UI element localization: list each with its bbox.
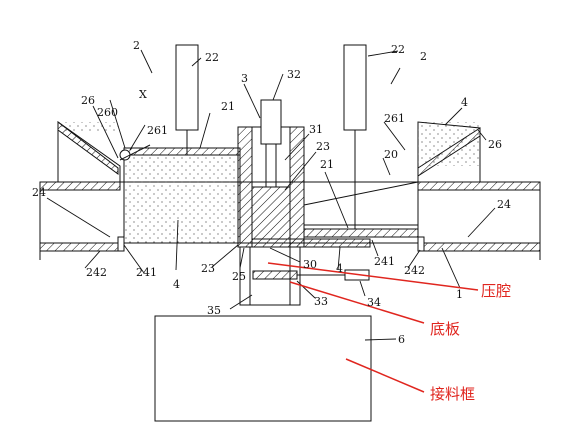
- piston-block: [251, 186, 291, 240]
- label-4a: 4: [461, 96, 468, 109]
- annotation-receiving-box: 接料框: [430, 385, 475, 403]
- annotation-leaders: [267, 262, 479, 393]
- label-21a: 21: [221, 100, 235, 113]
- label-1: 1: [456, 288, 463, 301]
- label-241a: 241: [136, 266, 157, 279]
- label-25: 25: [232, 270, 246, 283]
- label-35: 35: [207, 304, 221, 317]
- central-right-wall: [289, 126, 305, 248]
- label-6: 6: [398, 333, 405, 346]
- label-21b: 21: [320, 158, 334, 171]
- label-26a: 26: [81, 94, 95, 107]
- label-4c: 4: [336, 262, 343, 275]
- label-4b: 4: [173, 278, 180, 291]
- label-24b: 24: [497, 198, 511, 211]
- left-cylinder-22: [175, 44, 199, 131]
- part-labels: 2 2 22 22 3 32 X 26 260 261 21 31 23 4 2…: [32, 39, 511, 346]
- label-3: 3: [241, 72, 248, 85]
- label-261b: 261: [384, 112, 405, 125]
- label-22a: 22: [205, 51, 219, 64]
- label-242a: 242: [86, 266, 107, 279]
- label-20: 20: [384, 148, 398, 161]
- right-cylinder-22: [343, 44, 367, 131]
- label-22b: 22: [391, 43, 405, 56]
- label-34: 34: [367, 296, 381, 309]
- label-2b: 2: [420, 50, 427, 63]
- label-261a: 261: [147, 124, 168, 137]
- left-chamber: [123, 154, 241, 244]
- label-24a: 24: [32, 186, 46, 199]
- right-bottom-strip: [417, 242, 541, 252]
- left-bottom-strip: [39, 242, 121, 252]
- label-2a: 2: [133, 39, 140, 52]
- label-23b: 23: [201, 262, 215, 275]
- cylinder-32: [260, 99, 282, 145]
- label-30: 30: [303, 258, 317, 271]
- annotation-pressure-chamber: 压腔: [481, 282, 511, 300]
- label-26b: 26: [488, 138, 502, 151]
- label-241b: 241: [374, 255, 395, 268]
- annotation-bottom-plate: 底板: [430, 320, 460, 338]
- receiving-box: [154, 315, 372, 422]
- left-top-strip: [39, 181, 121, 191]
- right-top-strip: [417, 181, 541, 191]
- label-x: X: [139, 88, 147, 101]
- label-23a: 23: [316, 140, 330, 153]
- label-32: 32: [287, 68, 301, 81]
- bottom-plate-33: [252, 270, 298, 280]
- gate-plate-30: [251, 238, 371, 248]
- annotations: 压腔 底板 接料框: [430, 282, 511, 403]
- central-left-wall: [237, 126, 253, 248]
- label-260: 260: [97, 106, 118, 119]
- label-31: 31: [309, 123, 323, 136]
- label-242b: 242: [404, 264, 425, 277]
- label-33: 33: [314, 295, 328, 308]
